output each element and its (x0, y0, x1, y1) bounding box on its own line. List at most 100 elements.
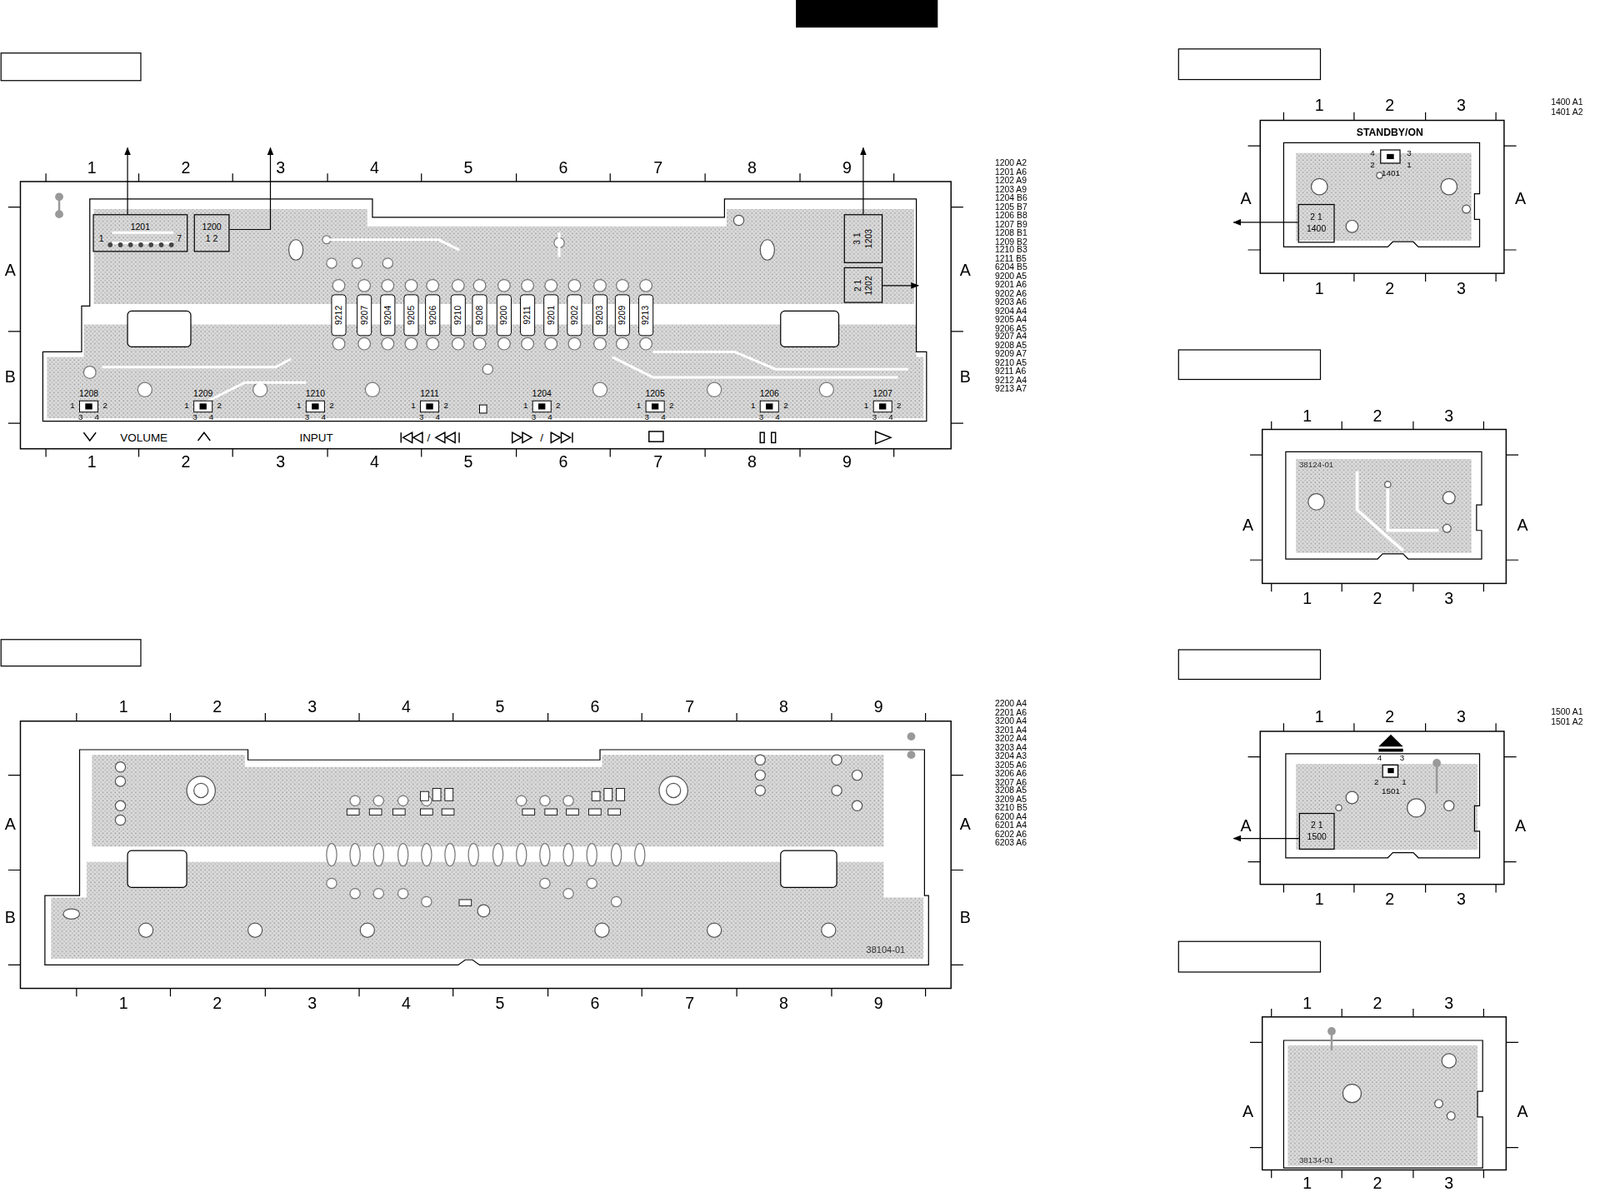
pcb-ellipse (445, 844, 455, 867)
pcb-circle (594, 280, 607, 293)
pcb-circle (545, 280, 558, 293)
button-legend: INPUT (299, 432, 333, 444)
pin-number: 1 (750, 401, 755, 410)
pin-number: 4 (1370, 150, 1375, 159)
parts-list-entry: 9204 A4 (995, 306, 1027, 315)
pcb-ellipse (563, 844, 574, 867)
pcb-g (331, 295, 654, 336)
pin-row: 17 (99, 234, 182, 244)
pcb-circle (350, 889, 360, 900)
connector-text: 1 (99, 234, 105, 244)
pcb-path (550, 432, 573, 443)
pcb-circle (253, 382, 268, 397)
parts-list-entry: 9205 A4 (995, 315, 1027, 324)
pcb-path (101, 359, 291, 368)
parts-list-entry: 1203 A9 (995, 185, 1027, 194)
connector-content: 12001 2 (195, 215, 229, 251)
pcb-circle (592, 382, 607, 397)
grid-number: 3 (1456, 891, 1466, 909)
pcb-g (101, 232, 908, 403)
grid-number: 2 (1385, 280, 1395, 298)
parts-list-entry: 1200 A2 (995, 159, 1027, 168)
button-legend: STANDBY/ON (1356, 127, 1424, 138)
grid-number: 8 (747, 454, 757, 471)
pcb-circle (851, 770, 862, 780)
grid-number: 9 (874, 699, 884, 716)
pcb-ellipse (468, 844, 479, 867)
pcb-g (332, 280, 652, 350)
pcb-circle (365, 382, 380, 397)
grid-number: 2 (1373, 408, 1383, 425)
pcb-path (1250, 1009, 1519, 1179)
parts-list-entry: 2200 A4 (995, 700, 1027, 709)
pcb-circle (563, 889, 574, 900)
pcb-rect (450, 295, 465, 336)
connector-text: 1202 (864, 275, 874, 295)
pcb-path (198, 432, 211, 441)
pcb-rect (1260, 731, 1505, 885)
grid-number: 8 (779, 699, 789, 716)
pin-number: 2 (555, 401, 560, 410)
pcb-path (862, 148, 864, 215)
pcb-rect (645, 400, 665, 412)
pcb-circle (381, 280, 395, 293)
parts-list-entry: 1401 A2 (1550, 107, 1583, 116)
grid-number: 3 (307, 699, 317, 716)
component-ref: 9210 (454, 305, 463, 325)
grid-number: 3 (1444, 995, 1454, 1013)
pcb-circle (610, 896, 621, 907)
pcb-circle (118, 242, 124, 248)
pcb-rect (1295, 764, 1478, 850)
pcb-path (1233, 221, 1298, 223)
pcb-rect (425, 295, 440, 336)
connector-text: 7 (176, 234, 182, 244)
pcb-rect (589, 809, 602, 815)
parts-list-entry: 9213 A7 (995, 384, 1027, 393)
grid-number: 2 (1373, 590, 1383, 608)
parts-list-entry: 1208 B1 (995, 228, 1028, 237)
pcb-circle (498, 337, 511, 350)
pcb-ellipse (326, 844, 337, 867)
pcb-ellipse (421, 844, 432, 867)
board-number: 38104-01 (866, 946, 906, 956)
button-legend: / (540, 432, 544, 444)
grid-number: 1 (87, 454, 97, 471)
pcb-circle (115, 800, 125, 811)
pcb-rect (1262, 1017, 1507, 1171)
pcb-rect (1287, 1045, 1478, 1166)
grid-letter: B (5, 369, 16, 386)
button-symbols (83, 431, 891, 445)
pcb-rect (608, 809, 621, 815)
pcb-path (882, 285, 919, 286)
grid-letter: A (1240, 818, 1252, 835)
pcb-rect (80, 400, 99, 412)
pcb-rect (780, 310, 840, 347)
component-ref: 9211 (523, 305, 532, 325)
pcb-rect (615, 295, 630, 336)
pcb-rect (1295, 459, 1472, 554)
pcb-ellipse (492, 844, 503, 867)
pcb-circle (473, 280, 486, 293)
pcb-circle (1446, 1112, 1455, 1121)
grid-number: 2 (180, 160, 190, 177)
pcb-circle (421, 896, 432, 907)
parts-list-entry: 9210 A5 (995, 358, 1027, 367)
switch-ref: 1211 (420, 389, 439, 398)
grid-number: 4 (370, 160, 380, 177)
pcb-ellipse (289, 240, 304, 260)
pcb-circle (358, 280, 371, 293)
pcb-circle (1435, 1100, 1444, 1109)
pin-number: 2 (329, 401, 334, 410)
grid-letter: B (5, 910, 16, 927)
pcb-rect (873, 400, 892, 412)
pcb-ellipse (586, 844, 597, 867)
grid-number: 1 (1302, 995, 1312, 1013)
pcb-circle (1407, 799, 1426, 818)
pcb-circle (451, 337, 465, 350)
parts-list-entry: 9202 A6 (995, 289, 1027, 298)
grid-number: 1 (1302, 590, 1312, 608)
pcb-circle (733, 215, 744, 225)
pin-number: 3 (872, 414, 877, 423)
pcb-rect (357, 295, 372, 336)
pcb-rect (520, 295, 535, 336)
